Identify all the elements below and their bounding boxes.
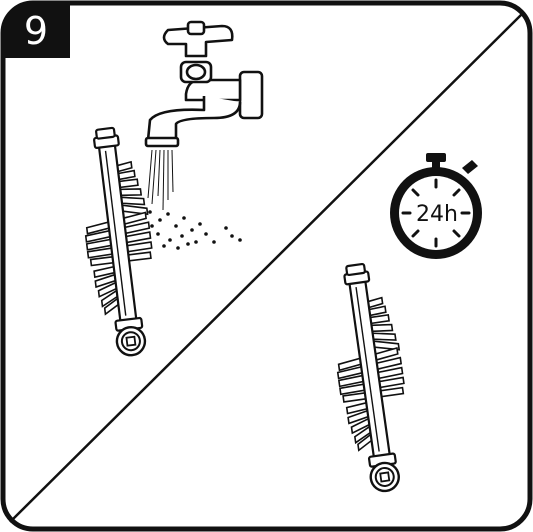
water-stream xyxy=(147,149,174,211)
water-tap-icon xyxy=(144,20,264,148)
water-droplets xyxy=(148,210,242,250)
stopwatch-icon: 24h xyxy=(390,153,482,259)
step-number: 9 xyxy=(24,9,48,53)
timer-label: 24h xyxy=(416,202,458,227)
diagonal-divider xyxy=(9,13,523,523)
step-badge: 9 xyxy=(3,3,70,58)
